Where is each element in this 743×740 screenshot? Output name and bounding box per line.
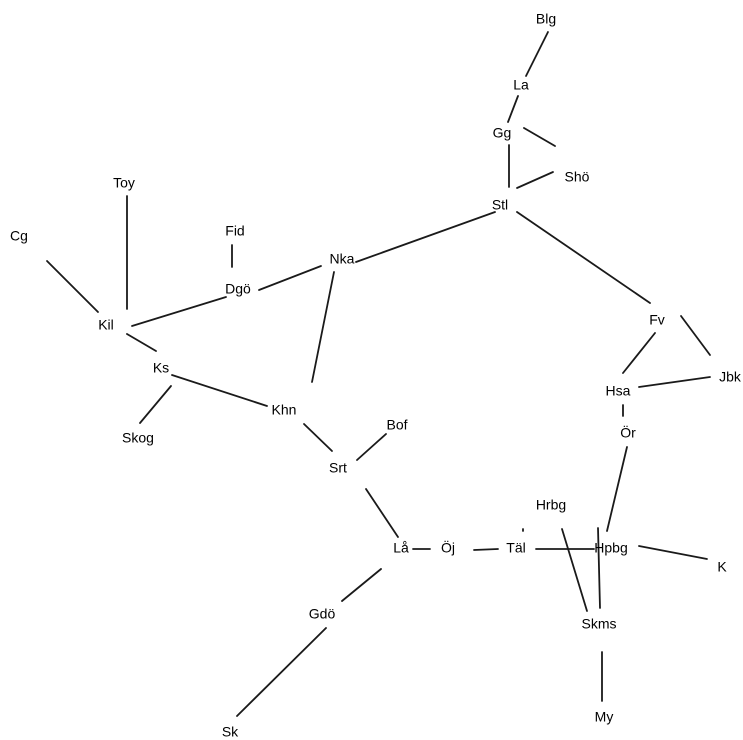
edge-fv-hsa	[622, 332, 656, 374]
node-label-skms: Skms	[582, 616, 617, 632]
edge-ks-khn	[171, 374, 268, 407]
edge-khn-srt	[303, 423, 333, 452]
edge-lo-gdo	[341, 568, 382, 602]
node-label-ks: Ks	[153, 360, 169, 376]
node-label-kil: Kil	[98, 317, 114, 333]
node-label-jbk: Jbk	[719, 369, 742, 385]
edge-hpbg-k	[638, 545, 708, 560]
edge-srt-lo	[365, 488, 399, 538]
node-label-bof: Bof	[386, 417, 407, 433]
edges-group	[46, 31, 711, 717]
node-label-sk: Sk	[222, 724, 239, 740]
edge-gg-sho	[523, 127, 556, 147]
edge-hrbg-skms	[561, 528, 588, 612]
node-label-or: Ör	[620, 424, 636, 441]
node-label-dgo: Dgö	[225, 281, 251, 297]
node-label-sho: Shö	[565, 169, 590, 185]
node-label-oj: Öj	[441, 539, 455, 556]
edge-srt-bof	[356, 433, 387, 461]
node-label-khn: Khn	[272, 402, 297, 418]
node-label-stl: Stl	[492, 197, 508, 213]
edge-dgo-nka	[258, 265, 322, 291]
node-label-cg: Cg	[10, 228, 28, 244]
edge-ks-skog	[139, 385, 172, 424]
edge-la-gg	[507, 95, 519, 123]
edge-kil-ks	[126, 333, 157, 352]
node-label-srt: Srt	[329, 460, 347, 476]
edge-stl-nka	[355, 211, 496, 263]
node-label-hsa: Hsa	[606, 383, 631, 399]
edge-nka-khn	[311, 271, 335, 383]
node-label-lo: Lå	[393, 540, 409, 556]
node-label-la: La	[513, 77, 529, 93]
node-label-my: My	[595, 709, 614, 725]
node-label-skog: Skog	[122, 430, 154, 446]
edge-hsa-jbk	[638, 376, 711, 388]
edge-fv-jbk	[680, 315, 711, 356]
edge-cg-kil	[46, 260, 99, 313]
edge-dgo-kil	[131, 296, 227, 327]
node-label-gdo: Gdö	[309, 606, 336, 622]
edge-stl-fv	[516, 211, 651, 304]
node-label-gg: Gg	[493, 125, 512, 141]
node-label-tal: Täl	[506, 540, 525, 556]
edge-or-hpbg	[606, 446, 628, 532]
node-label-k: K	[717, 559, 727, 575]
node-label-hpbg: Hpbg	[594, 540, 627, 556]
node-label-blg: Blg	[536, 11, 556, 27]
edge-oj-tal	[473, 548, 499, 551]
edge-gdo-sk	[236, 627, 327, 717]
edge-sho-stl	[516, 171, 554, 189]
node-label-fid: Fid	[225, 223, 244, 239]
node-label-fv: Fv	[649, 312, 665, 328]
node-label-nka: Nka	[330, 251, 355, 267]
node-label-hrbg: Hrbg	[536, 497, 566, 513]
node-label-toy: Toy	[113, 175, 135, 191]
edge-hpbg-skms	[597, 527, 601, 609]
edge-blg-la	[525, 31, 549, 77]
